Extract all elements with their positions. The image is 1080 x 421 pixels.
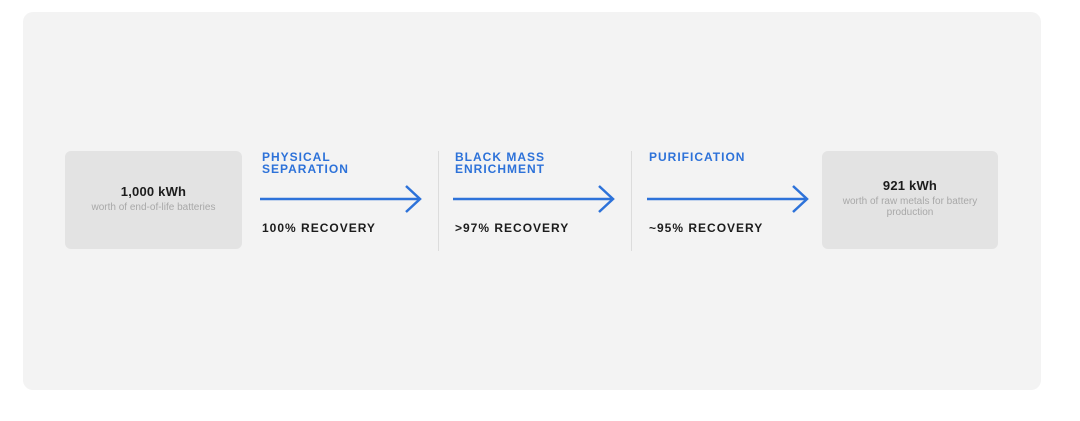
stage-title-line2: ENRICHMENT (455, 162, 545, 176)
stage-recovery: ~95% RECOVERY (649, 221, 764, 235)
stage-title-line1: BLACK MASS (455, 150, 545, 164)
stage-divider (438, 151, 439, 251)
output-value: 921 kWh (882, 178, 938, 193)
stage-recovery: >97% RECOVERY (455, 221, 570, 235)
stage-title-line1: PHYSICAL (262, 150, 331, 164)
stage-title-line2: SEPARATION (262, 162, 349, 176)
stage-purification: PURIFICATION ~95% RECOVERY (647, 151, 819, 251)
stage-title: BLACK MASS ENRICHMENT (455, 151, 625, 175)
input-value: 1,000 kWh (120, 183, 187, 199)
output-description: worth of raw metals for battery producti… (842, 196, 978, 218)
input-description: worth of end-of-life batteries (91, 201, 216, 213)
right-arrow-icon (260, 185, 422, 213)
stage-title: PURIFICATION (649, 151, 819, 163)
input-box: 1,000 kWh worth of end-of-life batteries (65, 151, 242, 249)
stage-title: PHYSICAL SEPARATION (262, 151, 432, 175)
stage-black-mass-enrichment: BLACK MASS ENRICHMENT >97% RECOVERY (453, 151, 625, 251)
stage-title-line1: PURIFICATION (649, 150, 746, 164)
stage-divider (631, 151, 632, 251)
right-arrow-icon (647, 185, 809, 213)
stage-physical-separation: PHYSICAL SEPARATION 100% RECOVERY (260, 151, 432, 251)
output-box: 921 kWh worth of raw metals for battery … (822, 151, 998, 249)
right-arrow-icon (453, 185, 615, 213)
stage-recovery: 100% RECOVERY (262, 221, 376, 235)
